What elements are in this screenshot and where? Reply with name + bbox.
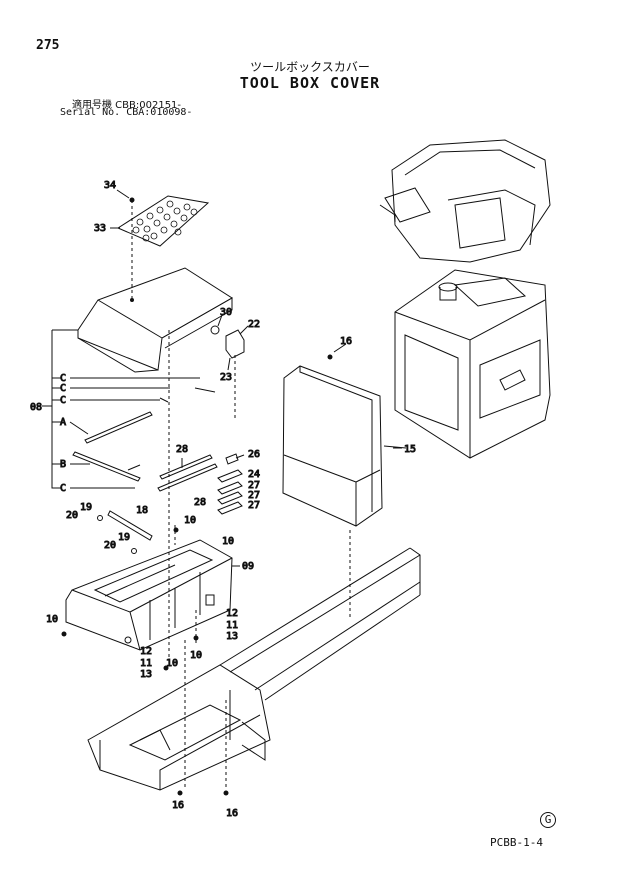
callout-16: 16 (340, 336, 352, 347)
lid-cover (77, 200, 233, 373)
callout-10a: 10 (184, 515, 196, 526)
cover-panel-15 (282, 365, 407, 527)
page-number: 275 (36, 38, 60, 53)
bracket-08 (42, 329, 78, 489)
callout-leaders (110, 189, 402, 567)
title-japanese: ツールボックスカバー (250, 60, 370, 74)
callout-10e: 10 (190, 650, 202, 661)
callout-c3: C (60, 395, 66, 406)
callout-20a: 20 (66, 510, 78, 521)
footer-code: PCBB-1-4 (490, 836, 543, 849)
callout-10c: 10 (46, 614, 58, 625)
callout-15: 15 (404, 444, 416, 455)
callout-13b: 13 (140, 669, 152, 680)
callout-08: 08 (30, 402, 42, 413)
callout-26: 26 (248, 449, 260, 460)
callout-c4: C (60, 483, 66, 494)
plate-33 (116, 195, 210, 247)
callout-c1: C (60, 373, 66, 384)
callout-18: 18 (136, 505, 148, 516)
callout-16c: 16 (226, 808, 238, 819)
cab-outline (379, 139, 551, 263)
callout-c2: C (60, 383, 66, 394)
fasteners (61, 197, 333, 796)
callout-12a: 12 (226, 608, 238, 619)
callout-labels: 34 33 30 22 23 16 15 08 C C C A B C 28 2… (30, 180, 417, 820)
hinge-18 (97, 510, 153, 554)
callout-34: 34 (104, 180, 116, 191)
callout-12b: 12 (140, 646, 152, 657)
latch-22 (210, 325, 245, 420)
callout-b: B (60, 459, 66, 470)
strip-seals (69, 377, 216, 489)
callout-27c: 27 (248, 500, 260, 511)
callout-19a: 19 (80, 502, 92, 513)
seal-strips-24-28 (157, 453, 243, 515)
callout-09: 09 (242, 561, 254, 572)
callout-28a: 28 (176, 444, 188, 455)
callout-a: A (60, 417, 66, 428)
callout-24: 24 (248, 469, 260, 480)
callout-10b: 10 (222, 536, 234, 547)
toolbox-base-09 (65, 539, 233, 651)
callout-28b: 28 (194, 497, 206, 508)
callout-27b: 27 (248, 490, 260, 501)
title-english: TOOL BOX COVER (239, 74, 381, 92)
frame-rails (87, 547, 421, 791)
serial-line-1: 適用号機 CBB:002151- (72, 100, 182, 111)
leader-lines (168, 330, 351, 790)
callout-11a: 11 (226, 620, 238, 631)
callout-13a: 13 (226, 631, 238, 642)
callout-22: 22 (248, 319, 260, 330)
callout-33: 33 (94, 223, 106, 234)
callout-16b: 16 (172, 800, 184, 811)
footer-mark: G (540, 812, 556, 828)
callout-30: 30 (220, 307, 232, 318)
serial-line-2: Serial No. CBA:010098- (60, 107, 193, 118)
callout-19b: 19 (118, 532, 130, 543)
tank-body (394, 269, 551, 459)
callout-27a: 27 (248, 480, 260, 491)
callout-23: 23 (220, 372, 232, 383)
callout-20b: 20 (104, 540, 116, 551)
callout-11b: 11 (140, 658, 152, 669)
callout-10d: 10 (166, 658, 178, 669)
